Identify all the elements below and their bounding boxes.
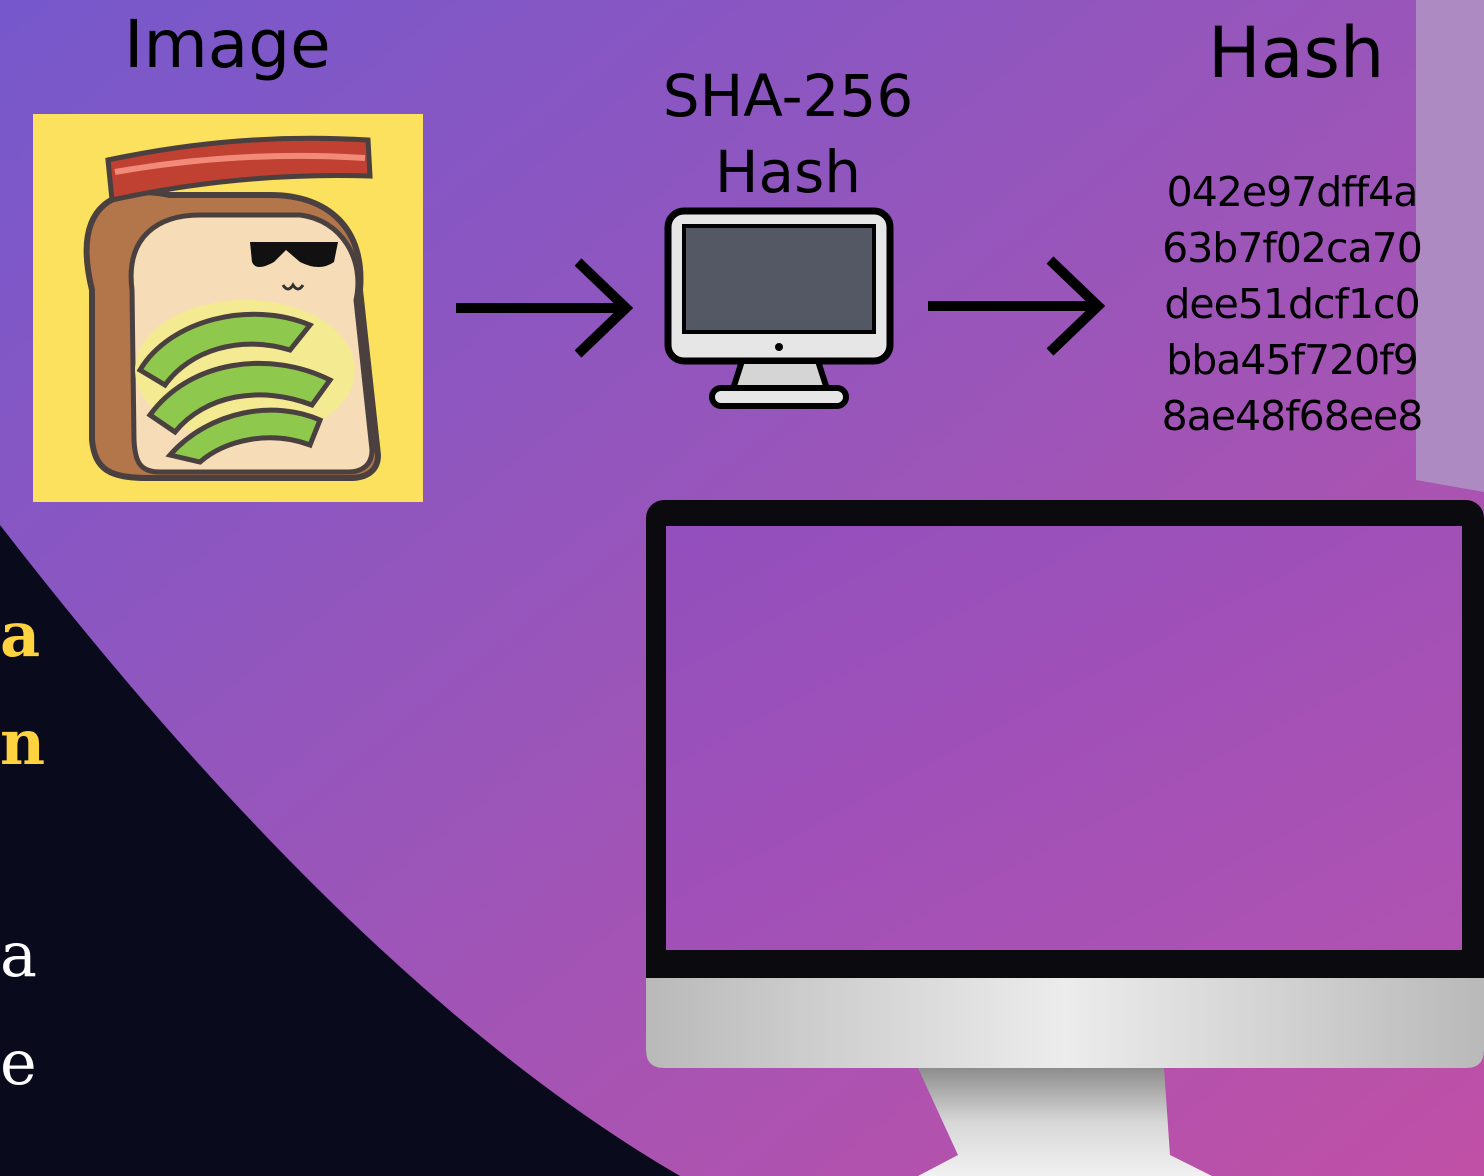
bacon-highlight	[114, 152, 366, 175]
monitor-screen	[666, 526, 1462, 950]
hash-line-1: 042e97dff4a	[1166, 168, 1419, 216]
side-text-fragment: a	[0, 598, 41, 671]
avocado-slice-1	[136, 311, 315, 389]
smile	[281, 282, 305, 291]
bread-illustration	[33, 114, 423, 502]
hash-line-3: dee51dcf1c0	[1164, 280, 1420, 328]
sha-title-line-2: Hash	[714, 138, 862, 206]
hash-line-2: 63b7f02ca70	[1162, 224, 1423, 272]
sunglasses	[250, 242, 338, 267]
avocado-slice-2	[146, 361, 334, 436]
dark-side-panel	[0, 525, 680, 1176]
hash-line-5: 8ae48f68ee8	[1161, 392, 1424, 440]
right-arrow-icon	[928, 256, 1106, 356]
right-edge-strip	[1416, 0, 1484, 492]
monitor-stand	[918, 1068, 1212, 1176]
right-arrow-icon	[456, 258, 634, 358]
side-text-fragment: a	[0, 918, 37, 991]
hash-title: Hash	[1208, 12, 1385, 94]
hash-value: 042e97dff4a 63b7f02ca70 dee51dcf1c0 bba4…	[1160, 164, 1424, 444]
desktop-computer-icon	[664, 207, 894, 409]
side-text-fragment: n	[0, 706, 46, 779]
avocado-slice-3	[165, 407, 324, 465]
large-monitor	[646, 500, 1484, 1176]
hash-line-4: bba45f720f9	[1166, 336, 1419, 384]
sha256-hash-title: SHA-256 Hash	[640, 58, 936, 210]
side-text-fragment: e	[0, 1026, 37, 1099]
sha-title-line-1: SHA-256	[662, 62, 914, 130]
monitor-chin	[646, 978, 1484, 1068]
image-title: Image	[124, 6, 331, 83]
